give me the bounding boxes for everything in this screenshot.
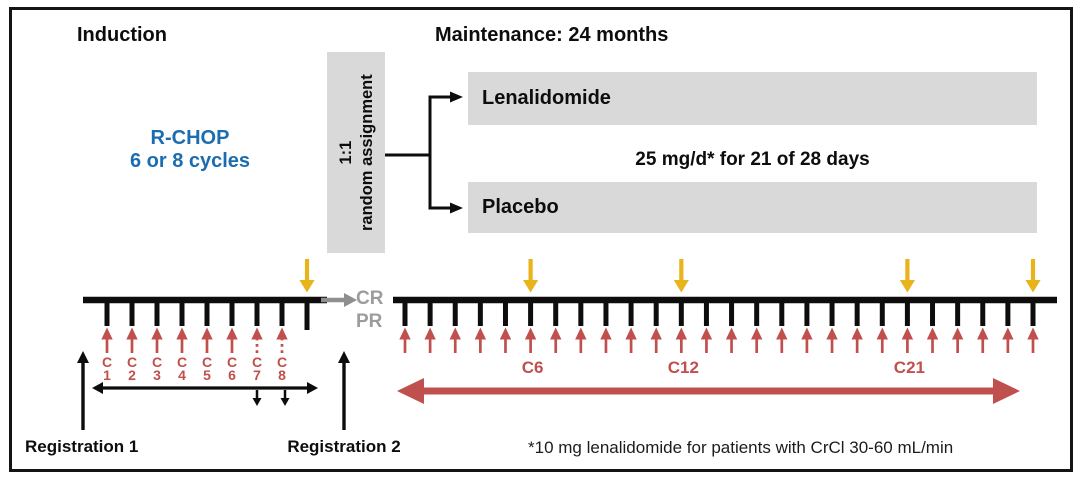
maintenance-phase-title: Maintenance: 24 months [435,24,669,46]
response-pr-label: PR [356,311,383,332]
randomization-text: 1:1 random assignment [335,74,376,231]
footnote: *10 mg lenalidomide for patients with Cr… [528,438,954,457]
arm-bar-placebo: Placebo [468,182,1037,233]
response-cr-label: CR [356,288,384,309]
maintenance-cycle-label-C12: C12 [667,358,699,377]
randomization-ratio: 1:1 [336,140,355,165]
arm-bar-lenalidomide: Lenalidomide [468,72,1037,125]
induction-phase-title: Induction [77,24,167,46]
regimen-cycle-count: 6 or 8 cycles [129,150,251,172]
registration2-label: Registration 2 [287,437,401,456]
induction-regimen: R-CHOP 6 or 8 cycles [90,127,290,173]
arm-label-lenalidomide: Lenalidomide [482,87,611,109]
maintenance-cycle-label-C21: C21 [893,358,925,377]
registration1-label: Registration 1 [25,437,139,456]
dose-text: 25 mg/d* for 21 of 28 days [635,149,870,170]
randomization-box: 1:1 random assignment [327,52,385,253]
regimen-name: R-CHOP [150,127,230,149]
arm-label-placebo: Placebo [482,196,559,218]
randomization-label: random assignment [357,74,376,231]
maintenance-cycle-label-C6: C6 [521,358,544,377]
diagram-border [9,7,1073,472]
